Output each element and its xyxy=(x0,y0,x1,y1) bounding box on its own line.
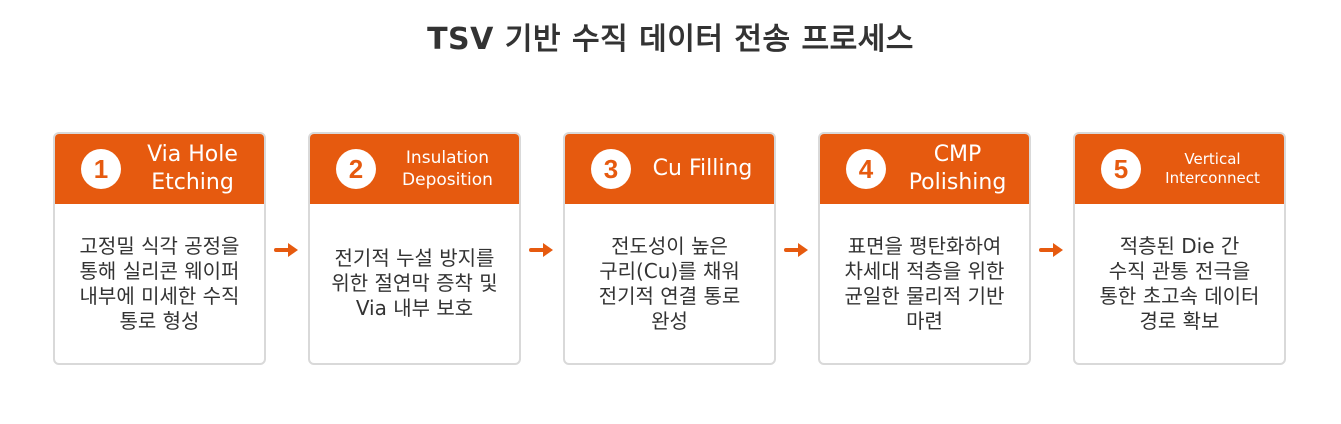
step-description: 전기적 누설 방지를 위한 절연막 증착 및 Via 내부 보호 xyxy=(331,246,498,320)
diagram-title: TSV 기반 수직 데이터 전송 프로세스 xyxy=(427,22,914,57)
step-header: 1 Via Hole Etching xyxy=(55,134,264,204)
step-title: Cu Filling xyxy=(652,156,753,181)
step-number-badge: 2 xyxy=(336,149,376,189)
step-description: 표면을 평탄화하여 차세대 적층을 위한 균일한 물리적 기반 마련 xyxy=(844,233,1005,333)
arrow-right-icon xyxy=(529,243,553,257)
step-number-badge: 5 xyxy=(1101,149,1141,189)
step-title: CMP Polishing xyxy=(908,142,1007,195)
step-title: Vertical Interconnect xyxy=(1165,150,1260,187)
step-description: 적층된 Die 간 수직 관통 전극을 통한 초고속 데이터 경로 확보 xyxy=(1099,233,1260,333)
step-card-2: 2 Insulation Deposition 전기적 누설 방지를 위한 절연… xyxy=(308,132,521,365)
step-number-badge: 1 xyxy=(81,149,121,189)
step-number-badge: 3 xyxy=(591,149,631,189)
step-header: 4 CMP Polishing xyxy=(820,134,1029,204)
arrow-right-icon xyxy=(1039,243,1063,257)
step-description: 고정밀 식각 공정을 통해 실리콘 웨이퍼 내부에 미세한 수직 통로 형성 xyxy=(79,233,240,333)
step-card-1: 1 Via Hole Etching 고정밀 식각 공정을 통해 실리콘 웨이퍼… xyxy=(53,132,266,365)
step-number-badge: 4 xyxy=(846,149,886,189)
step-description: 전도성이 높은 구리(Cu)를 채워 전기적 연결 통로 완성 xyxy=(598,233,741,333)
step-header: 5 Vertical Interconnect xyxy=(1075,134,1284,204)
step-title: Via Hole Etching xyxy=(147,142,238,195)
step-header: 2 Insulation Deposition xyxy=(310,134,519,204)
step-card-4: 4 CMP Polishing 표면을 평탄화하여 차세대 적층을 위한 균일한… xyxy=(818,132,1031,365)
step-card-3: 3 Cu Filling 전도성이 높은 구리(Cu)를 채워 전기적 연결 통… xyxy=(563,132,776,365)
step-title: Insulation Deposition xyxy=(402,148,493,190)
arrow-right-icon xyxy=(274,243,298,257)
step-card-5: 5 Vertical Interconnect 적층된 Die 간 수직 관통 … xyxy=(1073,132,1286,365)
step-header: 3 Cu Filling xyxy=(565,134,774,204)
arrow-right-icon xyxy=(784,243,808,257)
